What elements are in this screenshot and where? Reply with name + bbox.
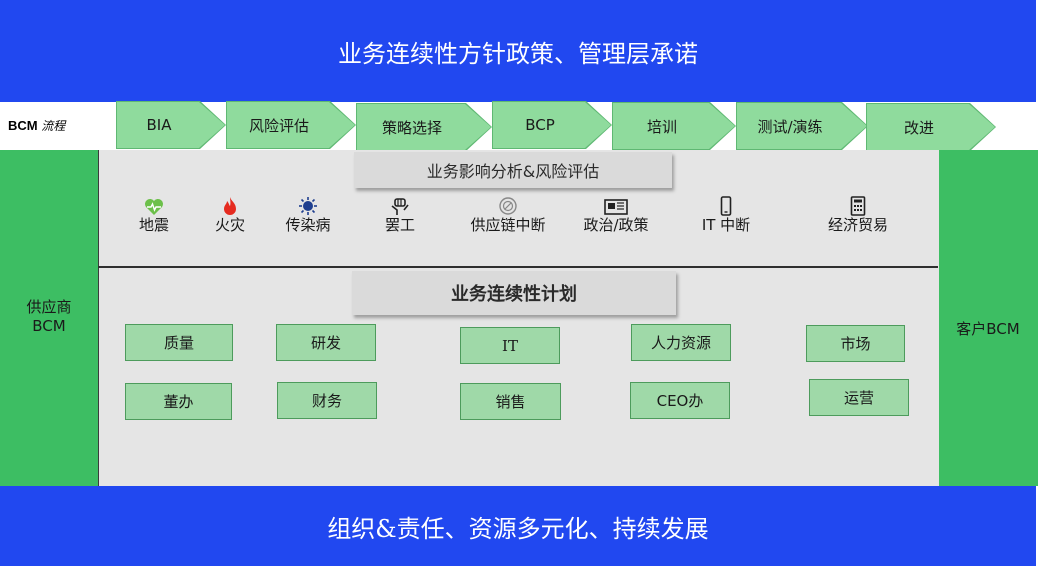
- process-step-label: 风险评估: [248, 116, 309, 135]
- risk-item-it-outage: IT 中断: [676, 196, 776, 235]
- supplier-bcm-line2: BCM: [32, 317, 66, 335]
- risk-label: 供应链中断: [470, 216, 546, 234]
- risk-item-strike: 罢工: [350, 196, 450, 235]
- calculator-icon: [808, 196, 908, 216]
- risk-label: 政治/政策: [583, 216, 649, 234]
- risk-item-epidemic: 传染病: [258, 196, 358, 235]
- process-step-bia: BIA: [117, 102, 225, 148]
- process-step-strategy: 策略选择: [357, 104, 491, 150]
- dept-operations: 运营: [809, 379, 909, 416]
- mobile-phone-icon: [676, 196, 776, 216]
- risk-label: 地震: [138, 216, 169, 234]
- process-step-bcp: BCP: [493, 102, 611, 148]
- top-banner: 业务连续性方针政策、管理层承诺: [0, 0, 1036, 102]
- risk-item-fire: 火灾: [180, 196, 280, 235]
- process-step-label: 培训: [646, 117, 677, 136]
- supplier-bcm-panel: 供应商 BCM: [0, 150, 98, 486]
- dept-rnd: 研发: [276, 324, 376, 361]
- heart-monitor-icon: [104, 196, 204, 216]
- risk-label: 经济贸易: [827, 216, 888, 234]
- risk-item-economy-trade: 经济贸易: [808, 196, 908, 235]
- supplier-bcm-line1: 供应商: [26, 298, 72, 316]
- process-step-label: BIA: [146, 116, 172, 134]
- process-label-prefix: BCM: [8, 118, 38, 133]
- dept-quality: 质量: [125, 324, 233, 361]
- dept-sales: 销售: [460, 383, 561, 420]
- risk-item-politics: 政治/政策: [566, 196, 666, 235]
- risk-label: 传染病: [285, 216, 331, 234]
- process-label-suffix: 流程: [41, 119, 66, 133]
- process-step-label: 改进: [903, 118, 934, 137]
- risk-label: 罢工: [384, 216, 415, 234]
- dept-hr: 人力资源: [631, 324, 731, 361]
- dept-it: IT: [460, 327, 560, 364]
- risk-item-earthquake: 地震: [104, 196, 204, 235]
- bottom-banner: 组织&责任、资源多元化、持续发展: [0, 486, 1036, 566]
- process-label: BCM 流程: [8, 117, 65, 134]
- section-divider: [98, 266, 938, 268]
- risk-section-title: 业务影响分析&风险评估: [354, 152, 672, 188]
- dept-board-office: 董办: [125, 383, 232, 420]
- risk-label: 火灾: [214, 216, 245, 234]
- plan-section-title: 业务连续性计划: [352, 271, 676, 315]
- newspaper-icon: [566, 196, 666, 216]
- prohibited-icon: [458, 196, 558, 216]
- dept-ceo-office: CEO办: [630, 382, 730, 419]
- risk-item-supply-chain: 供应链中断: [458, 196, 558, 235]
- process-step-testing: 测试/演练: [737, 103, 867, 149]
- raised-fist-icon: [350, 196, 450, 216]
- risk-label: IT 中断: [701, 216, 751, 234]
- virus-icon: [258, 196, 358, 216]
- dept-marketing: 市场: [806, 325, 905, 362]
- center-panel: [98, 150, 939, 486]
- flame-icon: [180, 196, 280, 216]
- process-step-label: 策略选择: [381, 118, 442, 137]
- customer-bcm-label: 客户BCM: [956, 320, 1020, 338]
- process-step-label: BCP: [525, 116, 555, 134]
- process-step-improve: 改进: [867, 104, 995, 150]
- dept-finance: 财务: [277, 382, 377, 419]
- customer-bcm-panel: 客户BCM: [938, 150, 1038, 486]
- process-step-training: 培训: [613, 103, 735, 149]
- process-step-label: 测试/演练: [757, 117, 823, 136]
- process-step-risk-assessment: 风险评估: [227, 102, 355, 148]
